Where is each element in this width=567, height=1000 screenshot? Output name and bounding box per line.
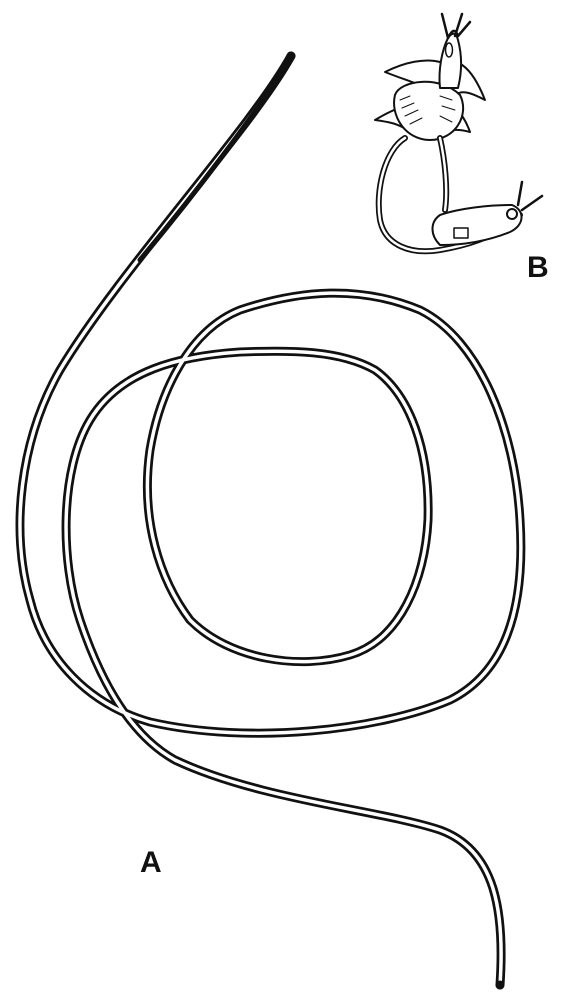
worm-b-bulb-shading — [399, 95, 456, 125]
worm-b-tail-mark — [453, 227, 469, 239]
label-a: A — [140, 846, 162, 879]
worm-b-bulb — [393, 80, 465, 141]
worm-b-head — [438, 32, 462, 89]
label-b: B — [527, 251, 549, 284]
worm-a-tail-tip — [495, 980, 505, 990]
worm-a-head-tip — [286, 51, 296, 61]
worm-b-fork-top — [440, 12, 472, 40]
worm-a — [15, 51, 526, 990]
worm-b-tail-eye — [506, 208, 518, 220]
worm-a-body-highlight — [18, 54, 523, 987]
worm-b-fork-tail — [516, 180, 544, 212]
worm-a-head-shade — [137, 53, 294, 263]
worm-b — [374, 12, 544, 255]
worm-b-head-spot — [444, 42, 454, 58]
